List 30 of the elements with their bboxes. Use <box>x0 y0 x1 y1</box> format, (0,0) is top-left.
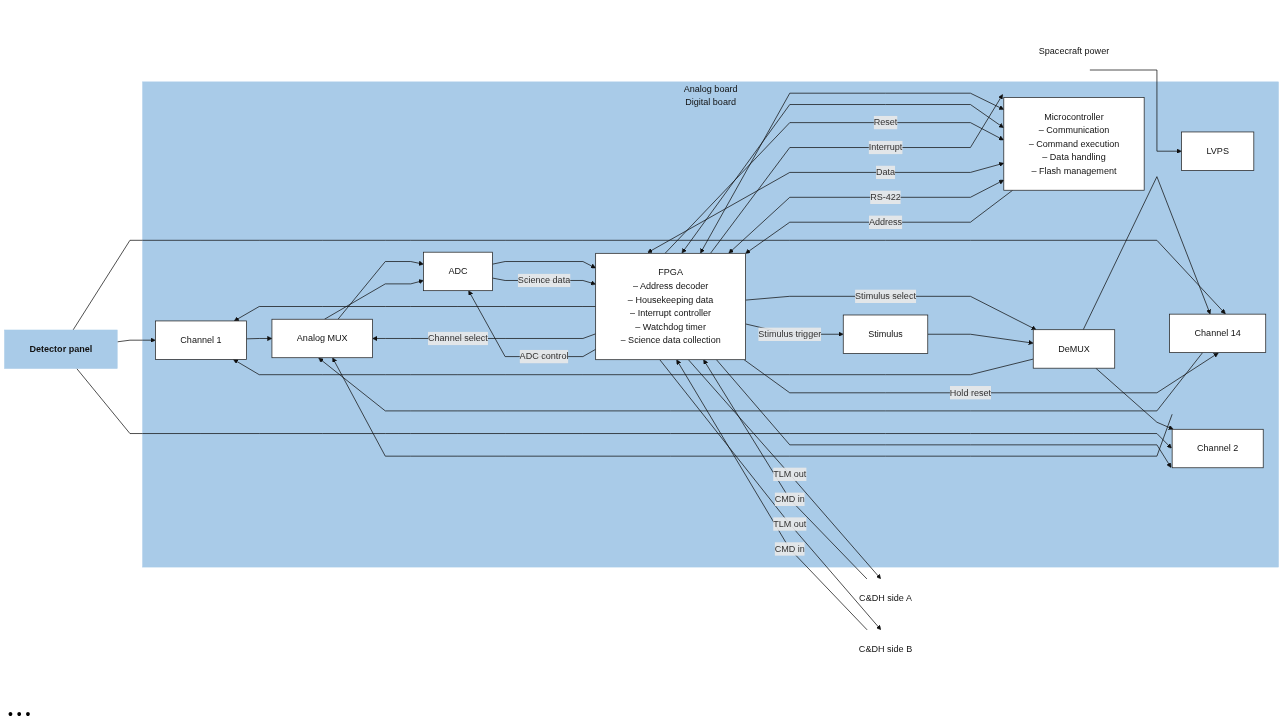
node-box: Microcontroller – Communication – Command execution – Data handling – Flash management <box>1003 97 1145 191</box>
node-box: LVPS <box>1181 131 1255 171</box>
node-text: Spacecraft power <box>1038 45 1110 56</box>
node-box: Analog MUX <box>271 318 373 359</box>
node-text: C&DH side B <box>858 644 913 654</box>
edge-label: TLM out <box>773 519 807 529</box>
node-box: FPGA – Address decoder – Housekeeping data – Interrupt controller – Watchdog timer – Science data collection <box>595 253 746 361</box>
edge-label: Interrupt <box>868 142 903 153</box>
node-box: Channel 14 <box>1169 313 1267 354</box>
edge-label: ADC control <box>519 351 569 362</box>
edge-label: Address <box>868 217 903 227</box>
edge-label: Channel select <box>427 333 488 344</box>
edge-label: TLM out <box>773 469 807 479</box>
node-box: Channel 1 <box>155 320 247 360</box>
edge-label: RS-422 <box>870 192 901 202</box>
ellipsis-note: • • • <box>8 706 31 722</box>
edge-label: Data <box>875 167 896 177</box>
node-box: ADC <box>423 251 493 292</box>
edge-label: Hold reset <box>949 387 992 398</box>
node-box: DeMUX <box>1032 329 1116 369</box>
node-box: Detector panel <box>4 329 118 369</box>
edge-label: Reset <box>873 117 898 128</box>
node-text: C&DH side A <box>859 593 912 603</box>
edge-label: Stimulus select <box>855 291 916 301</box>
edge-label: Science data <box>517 275 571 286</box>
edge-label: CMD in <box>774 543 805 554</box>
node-box: Stimulus <box>842 314 929 354</box>
edge-label: Stimulus trigger <box>758 329 822 339</box>
node-box: Channel 2 <box>1171 429 1264 469</box>
edge-label: CMD in <box>774 494 805 504</box>
